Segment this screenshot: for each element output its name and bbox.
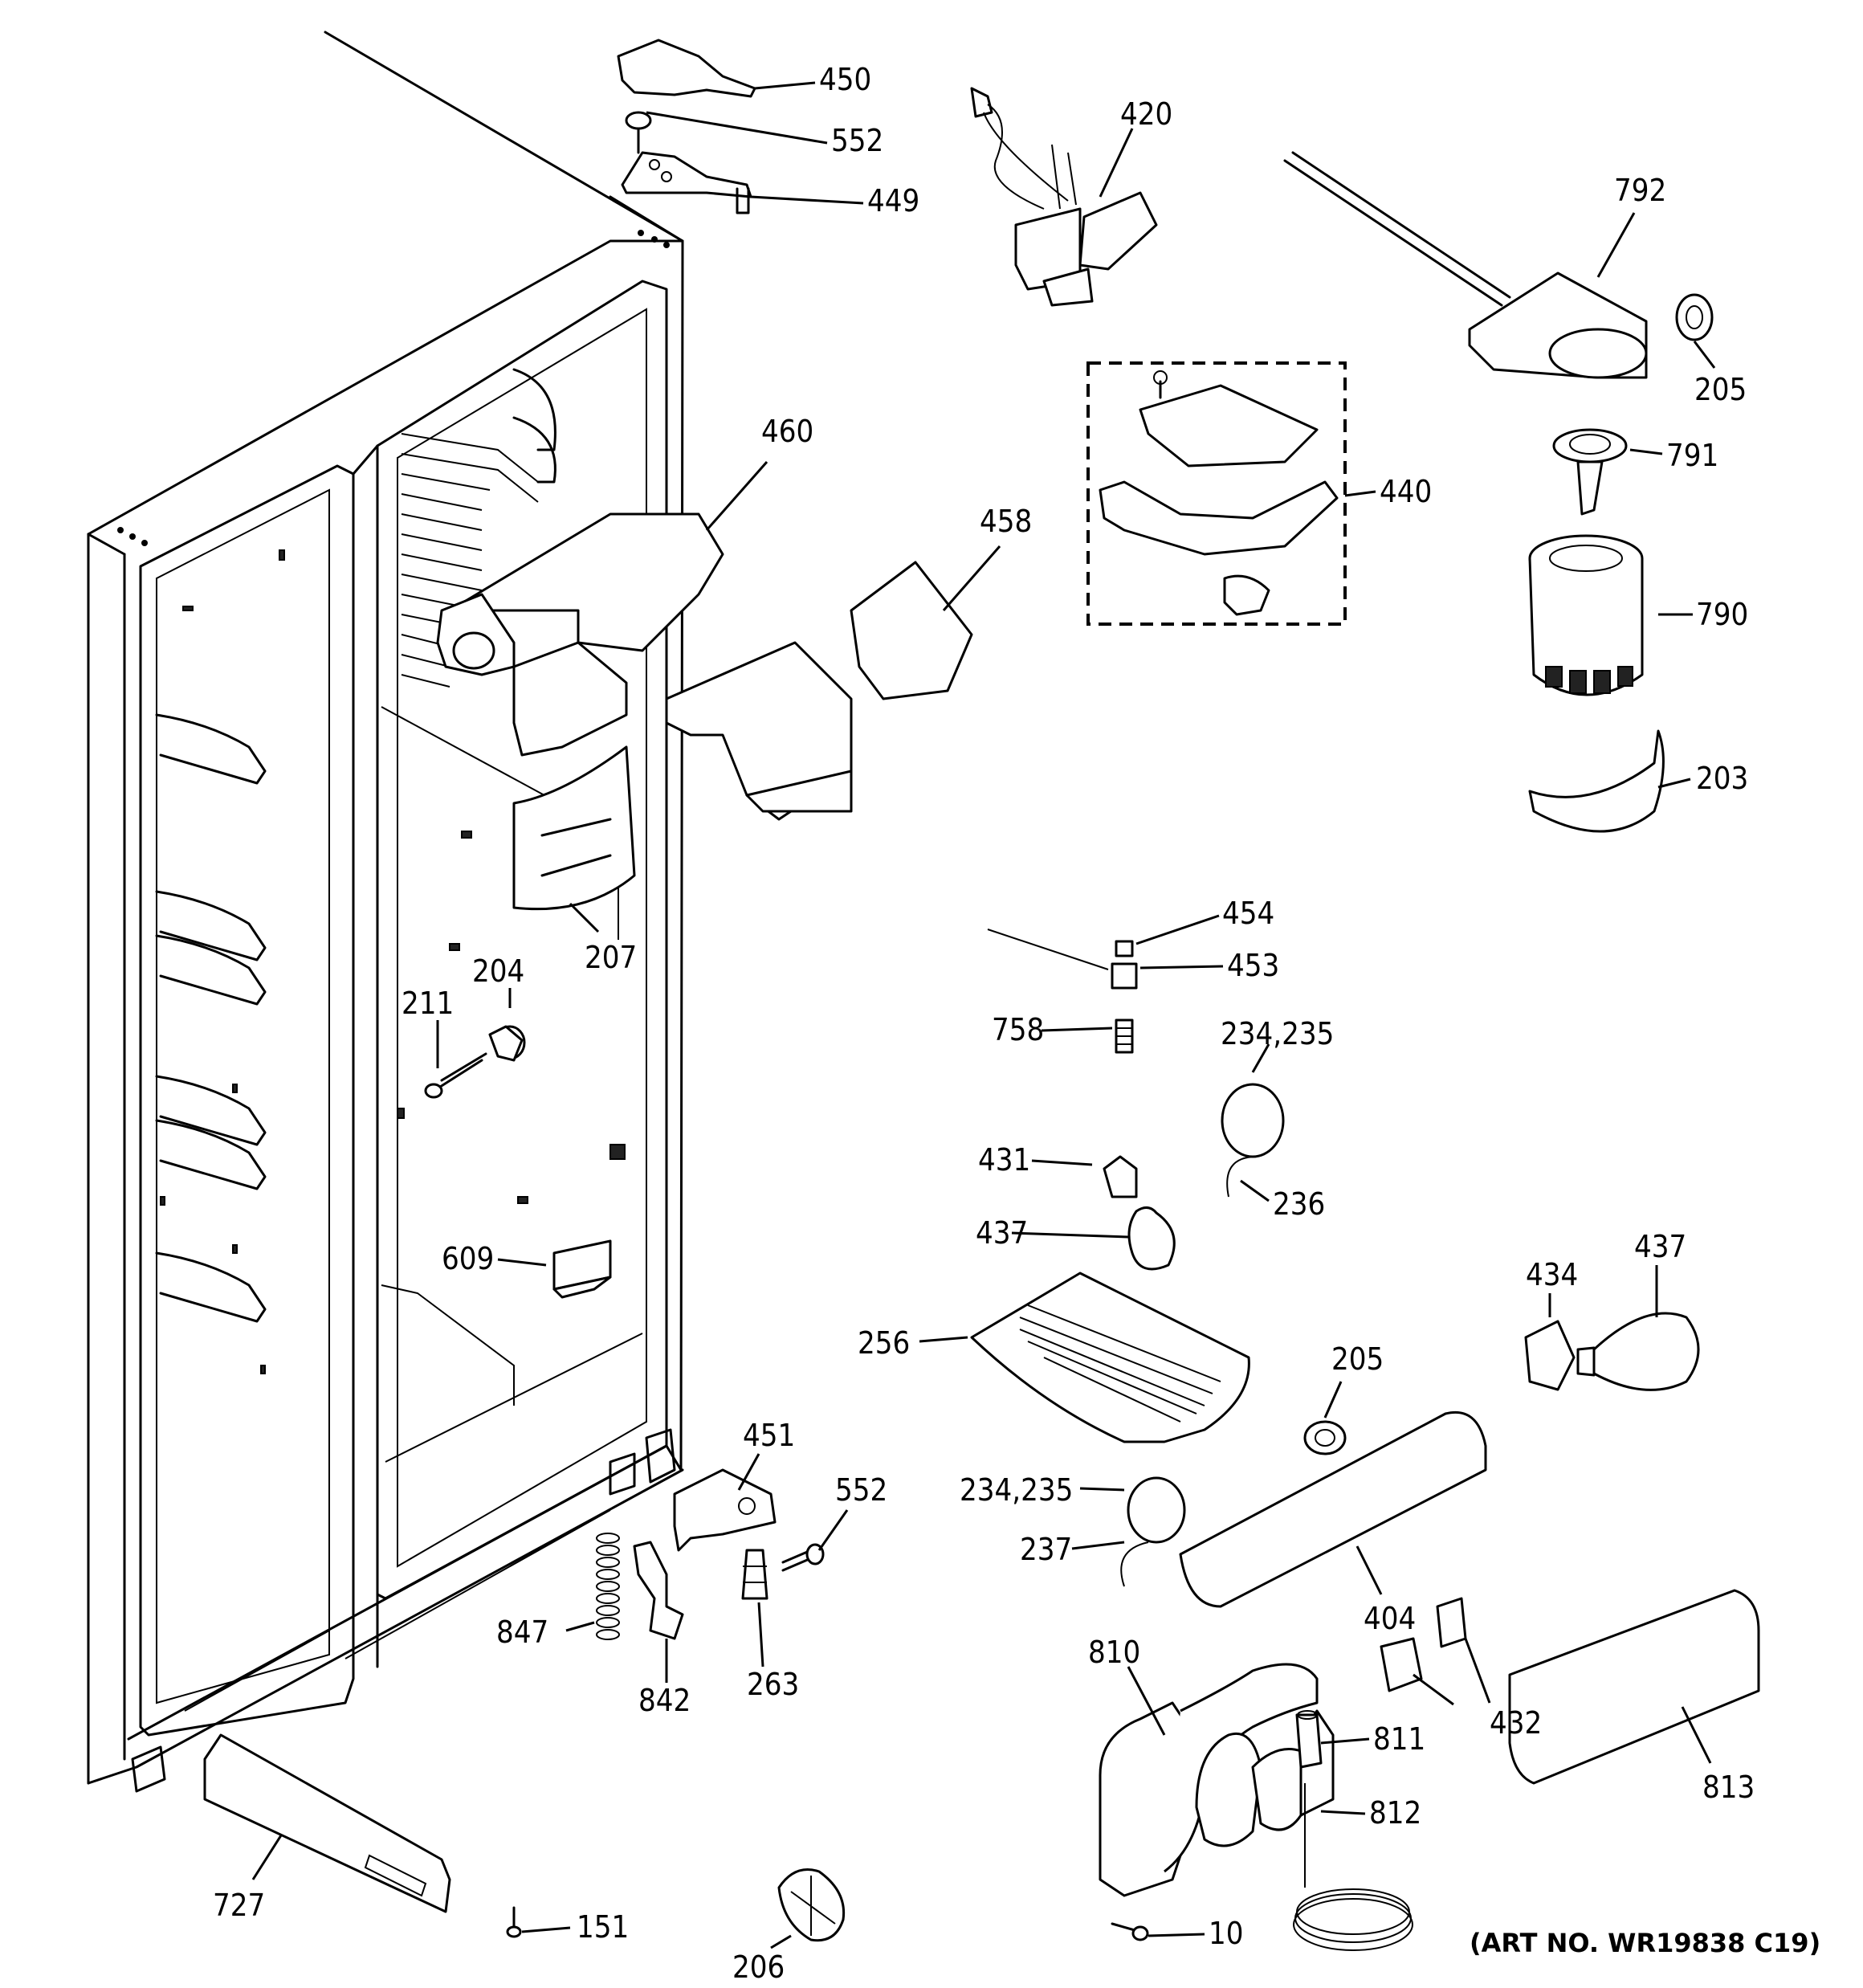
part-727-toe-grille [203, 1733, 451, 1913]
part-791-fitting [1552, 428, 1628, 516]
part-609-switch [552, 1239, 612, 1299]
part-811-tube-fitting [1295, 1710, 1323, 1769]
callout-10: 10 [1209, 1916, 1244, 1951]
callout-labels: 450 552 449 420 792 205 791 440 460 458 … [213, 62, 1755, 1985]
part-812-water-line [1293, 1783, 1413, 1951]
callout-256: 256 [858, 1325, 910, 1361]
callout-434: 434 [1526, 1257, 1578, 1292]
part-790-filter [1528, 534, 1644, 696]
part-449-hinge [621, 151, 752, 214]
callout-460: 460 [761, 414, 813, 449]
part-205-grommet-lower [1303, 1420, 1347, 1455]
callout-842: 842 [638, 1683, 691, 1718]
part-420-motor [970, 87, 1158, 307]
callout-437: 437 [976, 1215, 1028, 1251]
part-431-socket [1103, 1155, 1138, 1198]
callout-758: 758 [992, 1012, 1044, 1047]
callout-151: 151 [577, 1909, 629, 1945]
part-234-shield [1221, 1083, 1285, 1198]
callout-454: 454 [1222, 896, 1274, 931]
callout-237: 237 [1020, 1532, 1072, 1567]
callout-810: 810 [1088, 1635, 1140, 1670]
callout-204: 204 [472, 953, 524, 989]
callout-727: 727 [213, 1888, 265, 1923]
part-203-cover [1528, 729, 1665, 833]
callout-450: 450 [819, 62, 871, 97]
part-810-water-tank [1099, 1663, 1335, 1897]
part-234-shield-lower [1120, 1476, 1186, 1587]
part-263-pin [741, 1549, 768, 1600]
part-453-sensor [987, 929, 1138, 1054]
part-204-spacer [488, 1025, 526, 1062]
leader-lines [251, 81, 1716, 1949]
callout-211: 211 [402, 986, 454, 1021]
part-458-funnel [665, 561, 973, 821]
callout-207: 207 [585, 940, 637, 975]
part-847-spring [596, 1533, 620, 1640]
part-440-kit [1086, 361, 1347, 626]
part-205-grommet [1675, 293, 1714, 341]
part-813-cover [1508, 1589, 1760, 1785]
callout-790: 790 [1696, 597, 1748, 632]
callout-449: 449 [867, 183, 919, 218]
part-211-screw [424, 1052, 487, 1099]
part-460-chute [436, 512, 724, 757]
callout-847: 847 [496, 1614, 548, 1650]
callout-812: 812 [1369, 1795, 1421, 1831]
callout-205-lower: 205 [1331, 1341, 1384, 1377]
part-434-socket [1524, 1320, 1576, 1391]
callout-453: 453 [1227, 948, 1279, 983]
part-842-cam [633, 1541, 684, 1640]
callout-420: 420 [1120, 96, 1172, 132]
part-151-screw [506, 1906, 522, 1938]
callout-458: 458 [980, 504, 1032, 539]
callout-791: 791 [1666, 438, 1718, 473]
callout-234-235: 234,235 [1221, 1016, 1334, 1051]
callout-792: 792 [1614, 173, 1666, 208]
callout-609: 609 [442, 1241, 494, 1276]
callout-552: 552 [831, 123, 883, 158]
refrigerator-cabinet [87, 31, 684, 1793]
part-207-panel [512, 745, 636, 911]
callout-811: 811 [1373, 1721, 1425, 1757]
part-10-screw [1111, 1922, 1149, 1941]
art-number: (ART NO. WR19838 C19) [1470, 1928, 1820, 1958]
callout-431: 431 [978, 1142, 1030, 1178]
part-792-auger-shaft [1283, 151, 1648, 379]
callout-813: 813 [1702, 1770, 1755, 1805]
part-206-grille [777, 1868, 846, 1942]
callout-432: 432 [1490, 1705, 1542, 1741]
part-552-screw-bottom [781, 1543, 825, 1572]
callout-451: 451 [743, 1418, 795, 1453]
callout-234-235-lower: 234,235 [960, 1472, 1073, 1508]
callout-263: 263 [747, 1667, 799, 1702]
part-437-bulb [1127, 1206, 1176, 1271]
callout-206: 206 [732, 1949, 785, 1985]
part-552-screw-top [625, 111, 652, 154]
part-451-hinge [673, 1468, 777, 1552]
part-404-trim [1179, 1410, 1487, 1608]
callout-437-large: 437 [1634, 1229, 1686, 1264]
callout-440: 440 [1380, 474, 1432, 509]
callout-236: 236 [1273, 1186, 1325, 1222]
part-256-light-cover [970, 1272, 1250, 1443]
part-450-hinge-cover [617, 39, 756, 98]
callout-205: 205 [1694, 372, 1747, 407]
callout-404: 404 [1364, 1601, 1416, 1636]
callout-203: 203 [1696, 761, 1748, 796]
callout-552-lower: 552 [835, 1472, 887, 1508]
part-437-bulb-large [1576, 1312, 1700, 1391]
